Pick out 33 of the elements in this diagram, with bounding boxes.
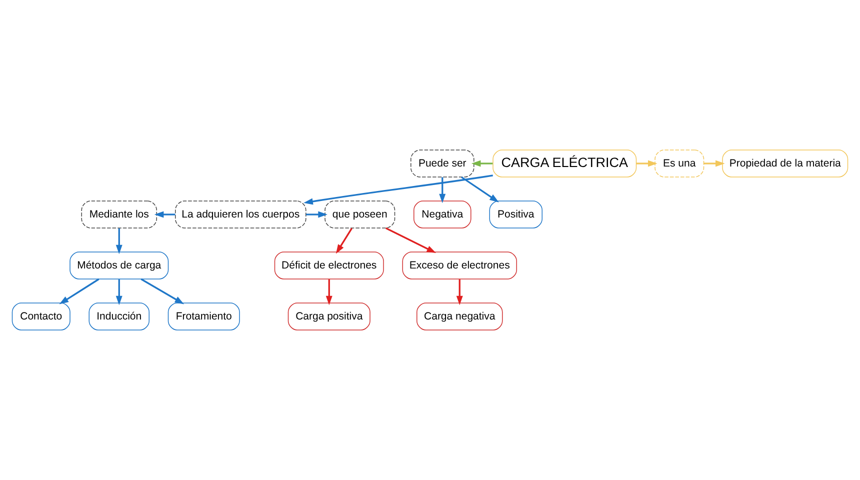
arrow (59, 278, 100, 304)
arrow (439, 177, 446, 204)
node-box: Propiedad de la materia (722, 150, 848, 178)
arrow (461, 176, 499, 202)
node-box: Negativa (414, 200, 472, 228)
arrow (385, 227, 436, 254)
arrow (304, 174, 493, 205)
node-box: Métodos de carga (70, 252, 169, 280)
arrow (456, 279, 463, 306)
node-box: Contacto (12, 302, 70, 330)
arrow (154, 211, 176, 218)
node-box: Positiva (489, 200, 542, 228)
node-box: que poseen (324, 200, 396, 228)
node-box: Déficit de electrones (274, 252, 384, 280)
arrow (636, 160, 658, 167)
node-box: Frotamiento (168, 302, 240, 330)
node-box: Inducción (88, 302, 150, 330)
arrow (116, 228, 122, 254)
arrow (704, 160, 725, 167)
node-box: Carga negativa (416, 302, 503, 330)
node-box: Exceso de electrones (402, 252, 517, 280)
node-box: CARGA ELÉCTRICA (492, 150, 637, 178)
arrow (140, 278, 184, 304)
arrow (326, 279, 332, 306)
arrow (306, 211, 328, 218)
node-box: Carga positiva (288, 302, 370, 330)
node-box: Puede ser (410, 150, 474, 178)
arrow (471, 160, 493, 167)
arrow (116, 279, 122, 306)
node-box: La adquieren los cuerpos (175, 200, 306, 228)
node-box: Mediante los (81, 200, 157, 228)
arrow (336, 228, 352, 254)
node-box: Es una (654, 150, 704, 178)
